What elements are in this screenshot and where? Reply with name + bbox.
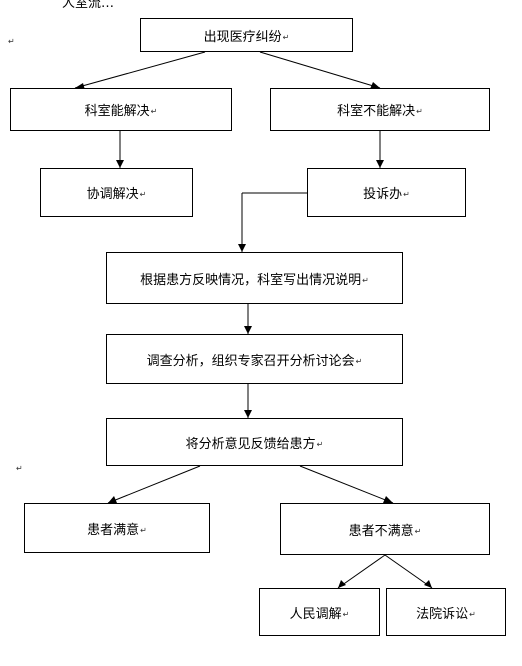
node-satisfied: 患者满意↵ xyxy=(24,503,210,553)
paragraph-mark: ↵ xyxy=(414,526,422,536)
arrowhead xyxy=(116,160,124,168)
arrowhead xyxy=(244,410,252,418)
node-label: 科室不能解决 xyxy=(337,104,416,119)
node-label: 人民调解 xyxy=(289,606,342,622)
node-label: 调查分析，组织专家召开分析讨论会 xyxy=(146,353,355,369)
node-complaint-office: 投诉办↵ xyxy=(307,168,466,217)
node-label: 协调解决 xyxy=(86,187,139,202)
paragraph-mark: ↵ xyxy=(355,356,363,366)
paragraph-mark: ↵ xyxy=(282,32,290,42)
paragraph-mark: ↵ xyxy=(403,190,410,199)
connector-line xyxy=(259,51,381,89)
connector-line xyxy=(384,554,433,589)
arrowhead xyxy=(244,326,252,334)
paragraph-mark: ↵ xyxy=(342,609,350,619)
connector-line xyxy=(299,465,394,504)
cropped-header-text: 人室流… xyxy=(62,0,115,11)
node-investigate: 调查分析，组织专家召开分析讨论会↵ xyxy=(106,334,403,384)
node-label: 将分析意见反馈给患方 xyxy=(185,436,316,452)
paragraph-mark: ↵ xyxy=(469,609,476,619)
node-label: 根据患方反映情况，科室写出情况说明 xyxy=(140,272,362,288)
node-label: 法院诉讼 xyxy=(416,606,469,622)
paragraph-mark: ↵ xyxy=(150,107,158,116)
paragraph-mark: ↵ xyxy=(362,275,369,285)
node-label: 投诉办 xyxy=(363,187,403,202)
paragraph-mark: ↵ xyxy=(316,439,324,449)
node-label: 科室能解决 xyxy=(84,104,150,119)
node-label: 患者不满意 xyxy=(348,523,414,539)
connector-line xyxy=(337,554,386,589)
node-negotiate: 协调解决↵ xyxy=(40,168,193,217)
arrowhead xyxy=(338,580,346,588)
arrowhead xyxy=(383,496,393,503)
node-dept-can: 科室能解决↵ xyxy=(10,88,232,131)
node-mediation: 人民调解↵ xyxy=(259,588,380,636)
arrowhead xyxy=(108,496,117,503)
arrowhead xyxy=(370,82,380,89)
node-label: 出现医疗纠纷 xyxy=(203,29,282,45)
node-unsatisfied: 患者不满意↵ xyxy=(280,503,490,555)
paragraph-mark: ↵ xyxy=(16,464,23,473)
node-dispute: 出现医疗纠纷↵ xyxy=(140,18,353,52)
node-dept-cannot: 科室不能解决↵ xyxy=(270,88,490,131)
arrowhead xyxy=(376,160,384,168)
paragraph-mark: ↵ xyxy=(8,37,15,46)
paragraph-mark: ↵ xyxy=(140,525,147,535)
node-feedback: 将分析意见反馈给患方↵ xyxy=(106,418,403,466)
node-court: 法院诉讼↵ xyxy=(386,588,506,636)
arrowhead xyxy=(238,244,246,252)
node-dept-report: 根据患方反映情况，科室写出情况说明↵ xyxy=(106,252,403,304)
arrowhead xyxy=(424,580,432,588)
connector-line xyxy=(107,465,201,504)
paragraph-mark: ↵ xyxy=(139,190,147,199)
node-label: 患者满意 xyxy=(87,522,140,538)
connector-line xyxy=(74,51,206,89)
paragraph-mark: ↵ xyxy=(416,107,423,116)
